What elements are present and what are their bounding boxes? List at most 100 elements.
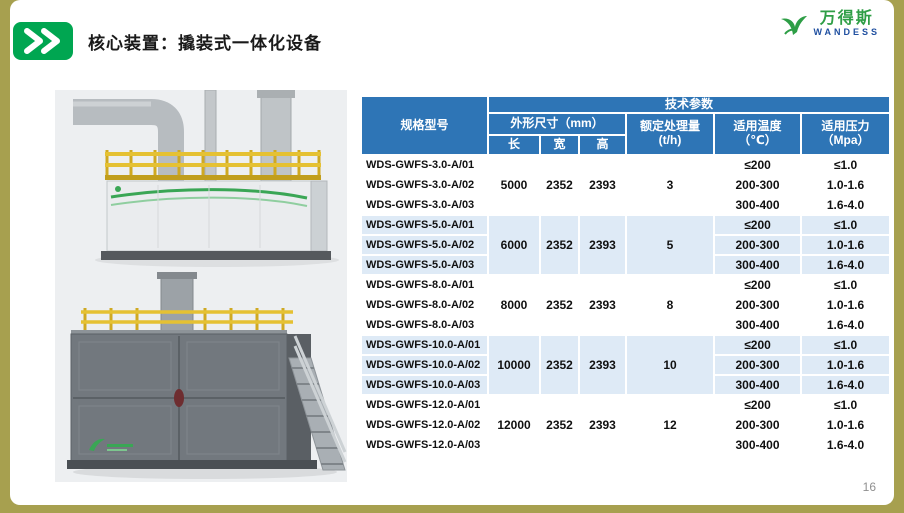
- table-row: WDS-GWFS-8.0-A/03 300-400 1.6-4.0: [360, 314, 892, 336]
- length-cell: 12000: [487, 394, 541, 456]
- height-cell: 2393: [578, 214, 627, 276]
- col-header-height: 高: [578, 134, 627, 156]
- table-row: WDS-GWFS-8.0-A/01 8000 2352 2393 8 ≤200 …: [360, 274, 892, 336]
- col-header-capacity: 额定处理量 (t/h): [625, 112, 715, 156]
- wandess-logo: 万得斯 WANDESS: [778, 10, 880, 37]
- capacity-cell: 8: [625, 274, 715, 336]
- table-row: WDS-GWFS-10.0-A/01 10000 2352 2393 10 ≤2…: [360, 334, 892, 396]
- table-row: WDS-GWFS-12.0-A/01 12000 2352 2393 12 ≤2…: [360, 394, 892, 456]
- model-cell: WDS-GWFS-8.0-A/03: [360, 314, 489, 336]
- temperature-cell: 300-400: [713, 374, 802, 396]
- page-number: 16: [862, 480, 876, 494]
- length-cell: 8000: [487, 274, 541, 336]
- table-row: WDS-GWFS-3.0-A/02 200-300 1.0-1.6: [360, 174, 892, 196]
- table-row: WDS-GWFS-5.0-A/01 6000 2352 2393 5 ≤200 …: [360, 214, 892, 276]
- table-row: WDS-GWFS-10.0-A/03 300-400 1.6-4.0: [360, 374, 892, 396]
- width-cell: 2352: [539, 154, 580, 216]
- slide: 核心装置：撬装式一体化设备 万得斯 WANDESS: [10, 0, 894, 505]
- model-cell: WDS-GWFS-10.0-A/03: [360, 374, 489, 396]
- pressure-label-line2: （Mpa）: [821, 133, 870, 147]
- pressure-cell: 1.6-4.0: [799, 194, 892, 216]
- equipment-images: [55, 90, 347, 482]
- pressure-cell: ≤1.0: [799, 394, 892, 416]
- pressure-cell: 1.0-1.6: [799, 174, 892, 196]
- height-cell: 2393: [578, 394, 627, 456]
- table-header-row: 规格型号 技术参数: [360, 95, 892, 156]
- pressure-cell: ≤1.0: [799, 334, 892, 356]
- equipment-photo-bottom: [55, 272, 347, 482]
- col-header-temperature: 适用温度 （℃）: [713, 112, 802, 156]
- height-cell: 2393: [578, 154, 627, 216]
- pressure-cell: 1.0-1.6: [799, 294, 892, 316]
- pressure-cell: 1.0-1.6: [799, 354, 892, 376]
- length-cell: 5000: [487, 154, 541, 216]
- table-header-row: 长 宽 高: [361, 134, 890, 156]
- table-row: WDS-GWFS-3.0-A/01 5000 2352 2393 3 ≤200 …: [360, 154, 892, 216]
- chevrons-icon: [13, 22, 73, 60]
- capacity-cell: 10: [625, 334, 715, 396]
- spec-table: 规格型号 技术参数 外形尺寸（mm） 额定处理量 (t/h) 适用温度 （℃） …: [360, 95, 892, 456]
- table-row: WDS-GWFS-12.0-A/02 200-300 1.0-1.6: [360, 414, 892, 436]
- model-cell: WDS-GWFS-3.0-A/01: [360, 154, 489, 176]
- width-cell: 2352: [539, 274, 580, 336]
- table-row: WDS-GWFS-3.0-A/03 300-400 1.6-4.0: [360, 194, 892, 216]
- model-cell: WDS-GWFS-12.0-A/03: [360, 434, 489, 456]
- pressure-cell: 1.6-4.0: [799, 314, 892, 336]
- temperature-cell: ≤200: [713, 394, 802, 416]
- table-row: WDS-GWFS-8.0-A/02 200-300 1.0-1.6: [360, 294, 892, 316]
- temperature-cell: 300-400: [713, 194, 802, 216]
- temperature-cell: 200-300: [713, 294, 802, 316]
- model-cell: WDS-GWFS-12.0-A/01: [360, 394, 489, 416]
- temperature-cell: 200-300: [713, 234, 802, 256]
- temperature-cell: 300-400: [713, 434, 802, 456]
- model-cell: WDS-GWFS-8.0-A/02: [360, 294, 489, 316]
- temperature-cell: ≤200: [713, 214, 802, 236]
- pressure-cell: ≤1.0: [799, 274, 892, 296]
- table-row: WDS-GWFS-10.0-A/02 200-300 1.0-1.6: [360, 354, 892, 376]
- pressure-cell: 1.0-1.6: [799, 234, 892, 256]
- temperature-label-line1: 适用温度: [733, 119, 782, 134]
- equipment-photo-top: [55, 90, 347, 272]
- table-row: WDS-GWFS-12.0-A/03 300-400 1.6-4.0: [360, 434, 892, 456]
- col-header-dimensions: 外形尺寸（mm）: [487, 112, 627, 136]
- pressure-cell: 1.6-4.0: [799, 434, 892, 456]
- pressure-cell: 1.6-4.0: [799, 374, 892, 396]
- pressure-cell: ≤1.0: [799, 154, 892, 176]
- page-title: 核心装置：撬装式一体化设备: [88, 34, 322, 53]
- capacity-label-line2: (t/h): [658, 133, 682, 147]
- pressure-cell: 1.6-4.0: [799, 254, 892, 276]
- temperature-label-line2: （℃）: [738, 133, 777, 147]
- height-cell: 2393: [578, 334, 627, 396]
- temperature-cell: 200-300: [713, 414, 802, 436]
- temperature-cell: ≤200: [713, 154, 802, 176]
- col-header-tech-params: 技术参数: [486, 95, 892, 114]
- leaf-icon: [781, 15, 808, 35]
- temperature-cell: 300-400: [713, 314, 802, 336]
- pressure-label-line1: 适用压力: [821, 119, 870, 134]
- table-header-row: 外形尺寸（mm） 额定处理量 (t/h) 适用温度 （℃） 适用压力 （Mpa）: [361, 112, 892, 156]
- pressure-cell: 1.0-1.6: [799, 414, 892, 436]
- height-cell: 2393: [578, 274, 627, 336]
- col-header-width: 宽: [539, 134, 580, 156]
- model-cell: WDS-GWFS-12.0-A/02: [360, 414, 489, 436]
- capacity-cell: 12: [625, 394, 715, 456]
- model-cell: WDS-GWFS-10.0-A/01: [360, 334, 489, 356]
- model-cell: WDS-GWFS-10.0-A/02: [360, 354, 489, 376]
- col-header-pressure: 适用压力 （Mpa）: [799, 112, 892, 156]
- temperature-cell: 200-300: [713, 174, 802, 196]
- temperature-cell: ≤200: [713, 274, 802, 296]
- width-cell: 2352: [539, 334, 580, 396]
- model-cell: WDS-GWFS-5.0-A/01: [360, 214, 489, 236]
- pressure-cell: ≤1.0: [799, 214, 892, 236]
- logo-cn: 万得斯: [819, 10, 874, 27]
- col-header-model: 规格型号: [360, 95, 489, 156]
- model-cell: WDS-GWFS-3.0-A/03: [360, 194, 489, 216]
- model-cell: WDS-GWFS-5.0-A/02: [360, 234, 489, 256]
- capacity-cell: 5: [625, 214, 715, 276]
- length-cell: 10000: [487, 334, 541, 396]
- width-cell: 2352: [539, 214, 580, 276]
- logo-en: WANDESS: [813, 26, 880, 37]
- model-cell: WDS-GWFS-3.0-A/02: [360, 174, 489, 196]
- width-cell: 2352: [539, 394, 580, 456]
